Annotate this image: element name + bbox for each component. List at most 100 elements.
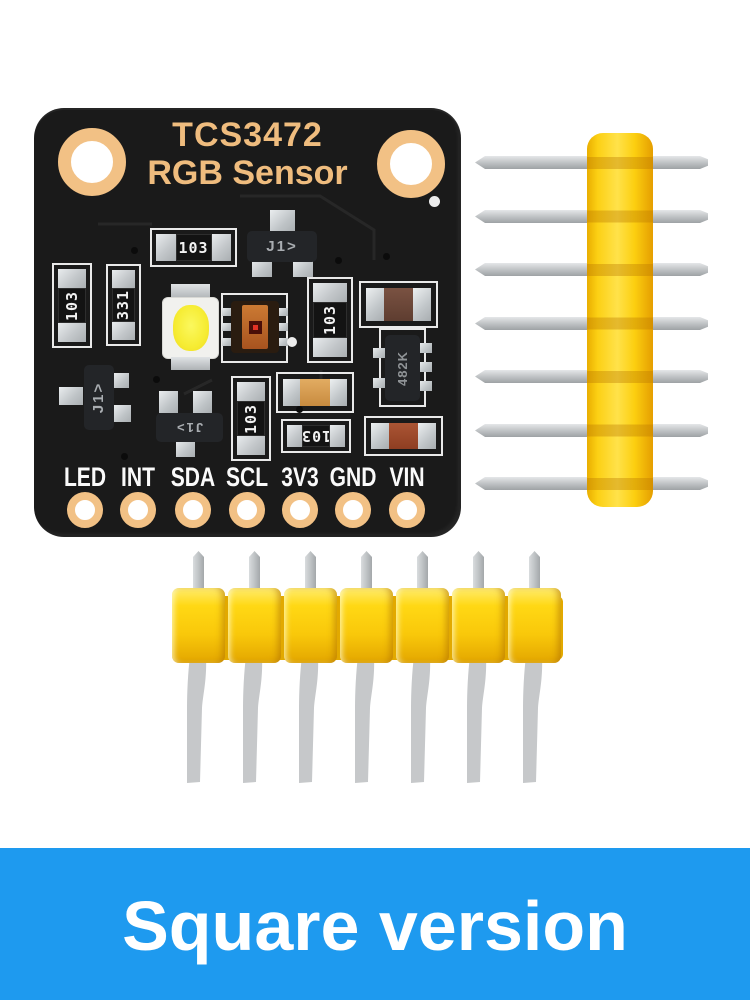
resistor-top: 103 [156,234,231,261]
color-sensor-chip [231,301,279,353]
capacitor-body [388,423,419,449]
resistor-body: 103 [237,400,265,437]
pin-hole-sda [175,492,211,528]
resistor-body: 103 [175,234,212,261]
via [383,253,390,260]
resistor-body: 103 [313,302,347,338]
pin-label-3v3: 3V3 [281,462,319,492]
caption-banner: Square version [0,848,750,1000]
resistor-cap [112,321,135,340]
header-block [396,588,449,663]
resistor-body: 103 [302,425,330,447]
capacitor-terminal [413,288,431,321]
capacitor-body [383,288,414,321]
resistor-bottom-right: 103 [287,425,345,447]
capacitor-top [366,288,431,321]
board-title-line2: RGB Sensor [147,154,348,192]
regulator-pin [419,381,432,391]
regulator-pin [419,343,432,353]
pin-hole-int [120,492,156,528]
resistor-cap [211,234,231,261]
resistor-cap [156,234,176,261]
pin-hole-vin [389,492,425,528]
silkscreen-dot [429,196,440,207]
caption-text: Square version [122,887,628,965]
resistor-mid-outline: 103 [307,277,353,363]
capacitor-terminal [283,379,301,406]
sensor-pin [278,338,288,346]
solder-pad [270,210,295,232]
white-led [162,297,219,359]
straight-pin-header [587,133,653,507]
capacitor-terminal [418,423,436,449]
resistor-marking: 103 [178,238,209,257]
resistor-bottom-right-outline: 103 [281,419,351,453]
resistor-left-outer: 103 [58,269,86,342]
resistor-cap [237,382,265,401]
pin-hole-led [67,492,103,528]
capacitor-top-outline [359,281,438,328]
header-pin-tip [529,551,540,591]
regulator-ic: 482K [385,335,420,401]
resistor-cap [313,337,347,357]
solder-pad [193,391,212,413]
solder-pad [176,440,195,457]
silkscreen-dot [287,337,297,347]
via [131,247,138,254]
via [153,376,160,383]
led-solder-tab [171,357,210,370]
via [296,406,303,413]
sensor-pin [222,338,232,346]
header-pin-tip [305,551,316,591]
sensor-pin [222,323,232,331]
board-title-line1: TCS3472 [172,116,323,154]
capacitor-bottom [371,423,436,449]
resistor-left-inner-outline: 331 [106,264,141,346]
via [121,453,128,460]
pin-label-scl: SCL [225,462,269,492]
sensor-pin [278,308,288,316]
pin-label-vin: VIN [389,462,425,492]
capacitor-body [300,379,330,406]
header-block [172,588,225,663]
sensor-package [242,305,268,349]
sensor-die [248,320,262,334]
pin-label-sda: SDA [170,462,216,492]
pin-hole-3v3 [282,492,318,528]
solder-pad [252,259,272,277]
resistor-cap [313,283,347,303]
transistor-bottom: J1> [156,413,223,442]
capacitor-mid [283,379,347,406]
resistor-top-outline: 103 [150,228,237,267]
pin-label-led: LED [63,462,107,492]
resistor-bottom-center: 103 [237,382,265,455]
resistor-left-inner: 331 [112,270,135,340]
solder-pad [114,405,131,422]
transistor-top: J1> [247,231,317,262]
capacitor-terminal [329,379,347,406]
header-pin-tip [249,551,260,591]
led-solder-tab [171,284,210,299]
pin-hole-gnd [335,492,371,528]
regulator-pin [373,348,386,358]
transistor-left: J1> [84,365,114,430]
via [335,257,342,264]
solder-pad [114,373,129,388]
sensor-pin [278,323,288,331]
regulator-pin [373,378,386,388]
header-pin-tip [473,551,484,591]
pin-hole-scl [229,492,265,528]
sensor-pin [222,308,232,316]
resistor-cap [58,269,86,288]
solder-pad [159,391,178,413]
solder-pad [59,387,83,405]
resistor-mid: 103 [313,283,347,357]
resistor-bottom-center-outline: 103 [231,376,271,461]
transistor-marking: J1> [266,238,298,255]
pin-label-gnd: GND [329,462,377,492]
resistor-body: 331 [112,288,135,322]
resistor-cap [287,425,303,447]
solder-pad [293,259,313,277]
header-block [452,588,505,663]
